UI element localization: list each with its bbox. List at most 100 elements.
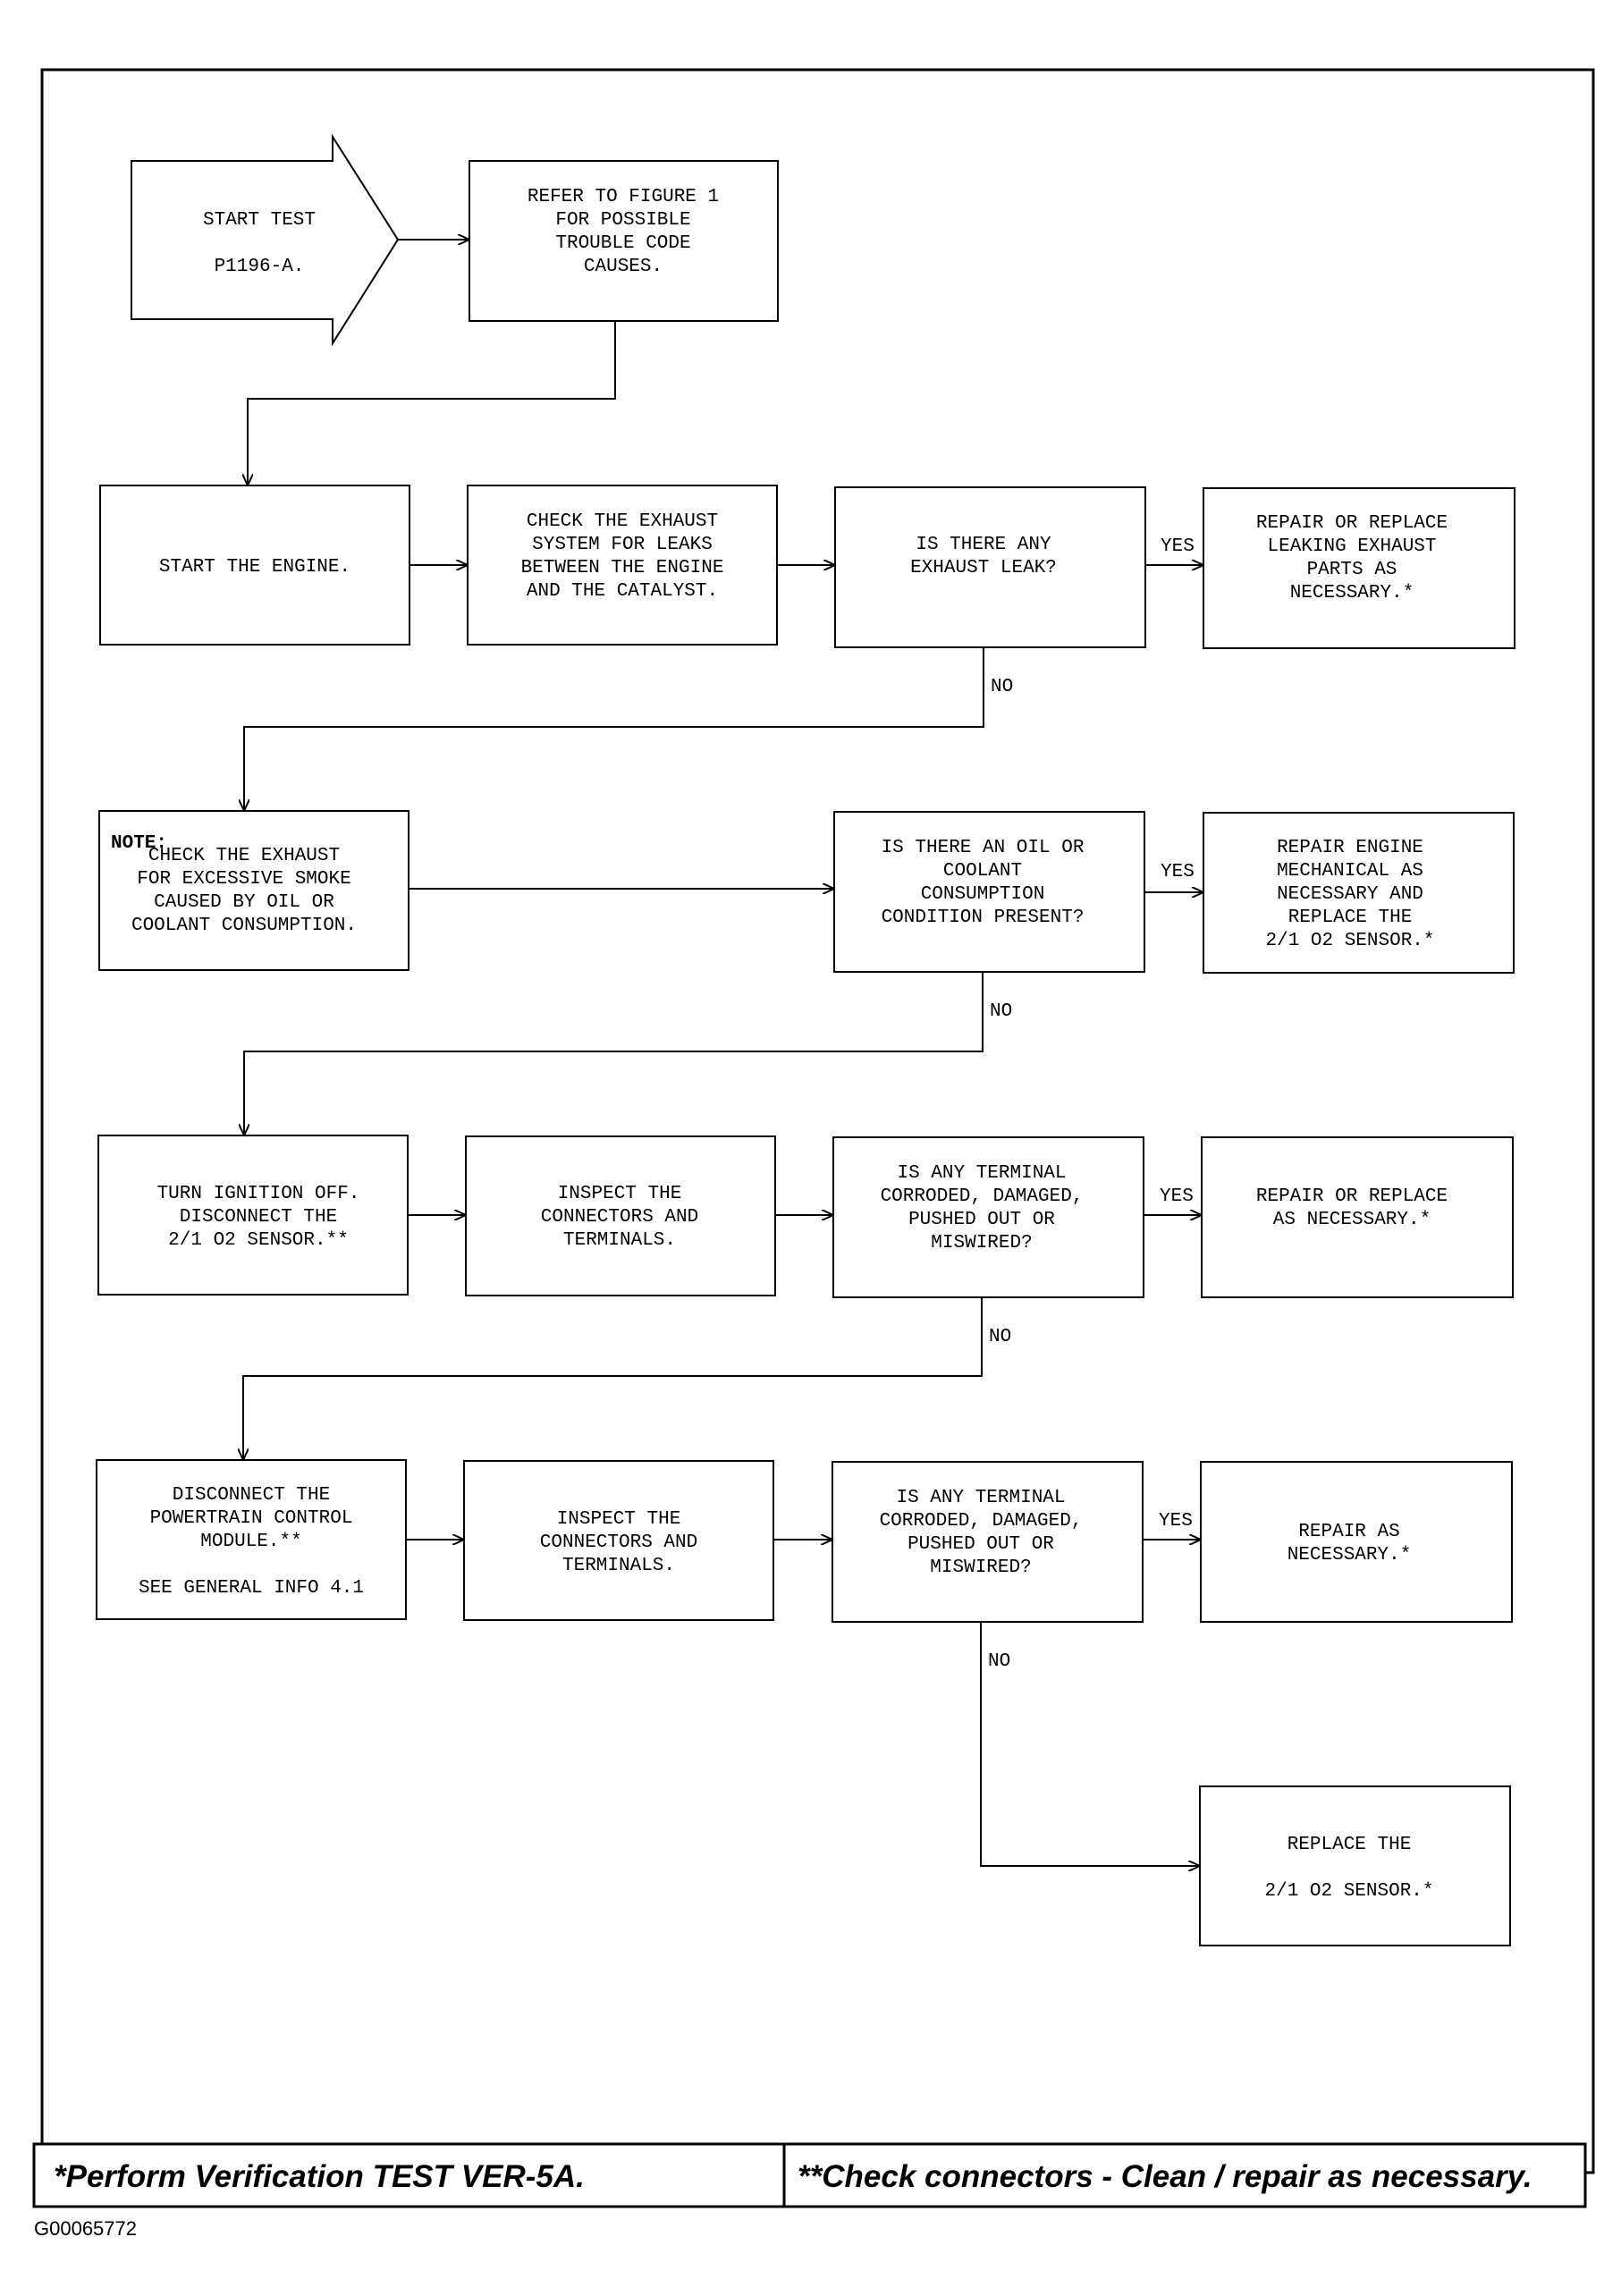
terminal-decision-box-2 [832, 1461, 1144, 1623]
yes-label-2: YES [1161, 862, 1195, 882]
repair-as-necessary-box-2 [1200, 1461, 1513, 1623]
start-engine-text: START THE ENGINE. [159, 557, 350, 578]
note-label: NOTE: [111, 833, 167, 854]
disconnect-pcm-box [96, 1459, 407, 1620]
note-smoke-line: COOLANT CONSUMPTION. [131, 916, 357, 936]
terminal-decision-box-1 [832, 1136, 1144, 1298]
no-label-2: NO [990, 1001, 1012, 1022]
q-terminal-1-line: CORRODED, DAMAGED, [881, 1186, 1084, 1207]
repair-exhaust-line: NECESSARY.* [1290, 583, 1414, 604]
q-oil-line: COOLANT [943, 861, 1022, 882]
repair-engine-box [1203, 812, 1515, 974]
no-label-3: NO [989, 1327, 1011, 1347]
refer-line: FOR POSSIBLE [555, 210, 690, 231]
inspect-1-line: TERMINALS. [563, 1230, 676, 1251]
start-test-arrow [131, 133, 400, 347]
note-smoke-box [98, 810, 409, 971]
disconnect-pcm-line: DISCONNECT THE [173, 1485, 330, 1506]
q-oil-line: CONSUMPTION [921, 884, 1045, 905]
disconnect-pcm-line: MODULE.** [200, 1532, 301, 1552]
repair-engine-line: 2/1 O2 SENSOR.* [1265, 931, 1434, 951]
note-smoke-line: FOR EXCESSIVE SMOKE [137, 869, 350, 890]
q-terminal-1-line: PUSHED OUT OR [908, 1210, 1055, 1230]
repair-exhaust-line: LEAKING EXHAUST [1267, 536, 1436, 557]
check-exhaust-line: SYSTEM FOR LEAKS [532, 535, 713, 555]
start-engine-line: START THE ENGINE. [159, 557, 350, 578]
inspect-2-line: CONNECTORS AND [540, 1532, 697, 1553]
connector-lines [243, 240, 1203, 1866]
q-terminal-2-line: MISWIRED? [930, 1557, 1031, 1578]
disconnect-pcm-line: POWERTRAIN CONTROL [150, 1508, 353, 1529]
no-label-4: NO [988, 1651, 1010, 1672]
page-border [32, 68, 1595, 2208]
disconnect-pcm-line: SEE GENERAL INFO 4.1 [139, 1578, 364, 1599]
q-exhaust-leak-line: EXHAUST LEAK? [910, 558, 1057, 578]
repair-exhaust-box [1203, 487, 1515, 649]
repair-2-line: REPAIR AS [1298, 1522, 1399, 1542]
refer-figure-box [469, 160, 779, 322]
oil-coolant-decision-text: IS THERE AN OIL OR COOLANTCONSUMPTIONCOND… [882, 838, 1085, 928]
terminal-decision-text-2: IS ANY TERMINAL CORRODED, DAMAGED,PUSHED … [880, 1488, 1083, 1578]
oil-coolant-decision-box [833, 811, 1145, 973]
q-exhaust-leak-line: IS THERE ANY [916, 535, 1051, 555]
replace-sensor-box [1199, 1785, 1511, 1946]
replace-sensor-line: REPLACE THE [1288, 1835, 1412, 1855]
note-smoke-line: CAUSED BY OIL OR [154, 892, 334, 913]
repair-1-line: AS NECESSARY.* [1273, 1210, 1431, 1230]
refer-line: CAUSES. [584, 257, 663, 277]
figure-code: G00065772 [34, 2217, 137, 2240]
turn-ignition-box [97, 1135, 409, 1296]
q-oil-line: CONDITION PRESENT? [882, 907, 1085, 928]
refer-line: REFER TO FIGURE 1 [528, 187, 719, 207]
repair-engine-line: MECHANICAL AS [1277, 861, 1423, 882]
check-exhaust-line: CHECK THE EXHAUST [527, 511, 718, 532]
yes-label-3: YES [1160, 1186, 1194, 1207]
note-smoke-text: CHECK THE EXHAUST FOR EXCESSIVE SMOKECAUS… [131, 846, 357, 936]
yes-label-1: YES [1161, 536, 1195, 557]
inspect-1-line: INSPECT THE [558, 1184, 682, 1204]
start-line: START TEST [203, 210, 316, 231]
exhaust-leak-decision-box [834, 486, 1146, 648]
repair-engine-line: REPLACE THE [1288, 907, 1413, 928]
repair-as-necessary-text-2: REPAIR AS NECESSARY.* [1288, 1522, 1412, 1566]
repair-exhaust-line: REPAIR OR REPLACE [1256, 513, 1448, 534]
turn-off-line: TURN IGNITION OFF. [157, 1184, 360, 1204]
no-label-1: NO [991, 677, 1013, 697]
refer-line: TROUBLE CODE [555, 233, 690, 254]
repair-engine-line: REPAIR ENGINE [1277, 838, 1423, 858]
q-terminal-2-line: IS ANY TERMINAL [896, 1488, 1065, 1508]
q-oil-line: IS THERE AN OIL OR [882, 838, 1085, 858]
q-terminal-1-line: MISWIRED? [931, 1233, 1032, 1254]
footer-left-note: *Perform Verification TEST VER-5A. [54, 2159, 585, 2194]
check-exhaust-text: CHECK THE EXHAUST SYSTEM FOR LEAKS BETWEEN… [521, 511, 724, 602]
yes-label-4: YES [1159, 1511, 1193, 1532]
note-smoke-line: CHECK THE EXHAUST [148, 846, 340, 866]
repair-engine-line: NECESSARY AND [1277, 884, 1423, 905]
repair-2-line: NECESSARY.* [1288, 1545, 1412, 1566]
replace-sensor-line: 2/1 O2 SENSOR.* [1264, 1881, 1433, 1902]
repair-1-line: REPAIR OR REPLACE [1256, 1186, 1448, 1207]
start-line: P1196-A. [215, 257, 305, 277]
inspect-connectors-box-1 [465, 1135, 776, 1296]
inspect-2-line: INSPECT THE [557, 1509, 681, 1530]
check-exhaust-line: AND THE CATALYST. [527, 581, 718, 602]
footer-right-note: **Check connectors - Clean / repair as n… [798, 2159, 1532, 2194]
replace-sensor-text: REPLACE THE 2/1 O2 SENSOR.* [1264, 1835, 1433, 1902]
check-exhaust-line: BETWEEN THE ENGINE [521, 558, 724, 578]
q-terminal-2-line: PUSHED OUT OR [908, 1534, 1054, 1555]
repair-exhaust-line: PARTS AS [1307, 560, 1397, 580]
q-terminal-2-line: CORRODED, DAMAGED, [880, 1511, 1083, 1532]
inspect-2-line: TERMINALS. [562, 1556, 675, 1576]
exhaust-leak-decision-text: IS THERE ANY EXHAUST LEAK? [910, 535, 1057, 578]
start-test-text: START TEST P1196-A. [203, 210, 316, 277]
repair-replace-box-1 [1201, 1136, 1514, 1298]
